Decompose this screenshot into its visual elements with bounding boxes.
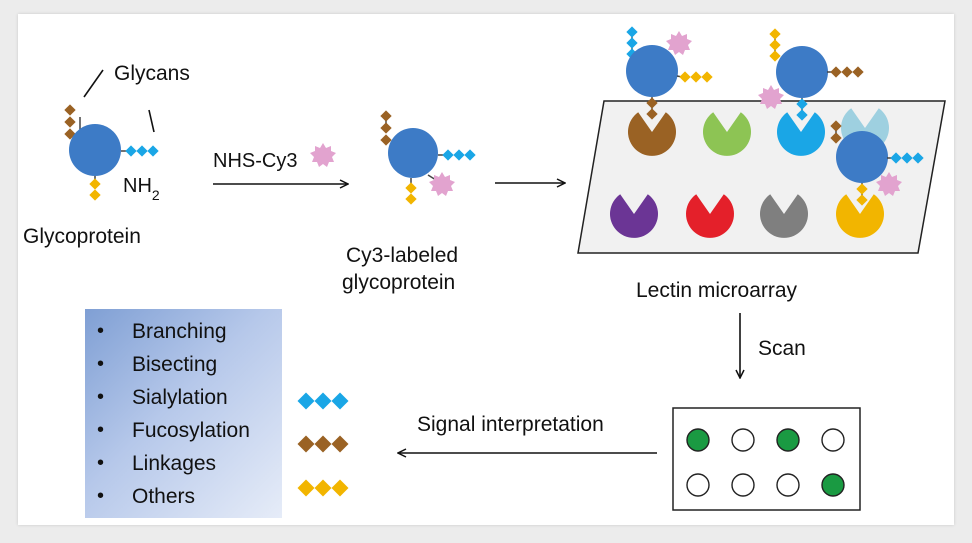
fucose-chain (380, 110, 392, 146)
glycoprotein-label: Glycoprotein (23, 225, 141, 248)
lectin-shape (777, 112, 825, 156)
reagent-label: NHS-Cy3 (213, 150, 297, 172)
feature-item: Linkages (85, 447, 282, 480)
feature-item: Sialylation (85, 381, 282, 414)
microarray-label: Lectin microarray (636, 279, 798, 302)
cy3-dye-icon (310, 143, 336, 167)
scan-spot-positive (776, 428, 800, 452)
cy3-dye-icon (429, 172, 455, 196)
scan-spot-negative (731, 428, 755, 452)
feature-item: Others (85, 480, 282, 513)
scan-spot-grid (686, 428, 845, 497)
scan-spot-negative (821, 428, 845, 452)
glycans-pointer-line (148, 109, 155, 133)
glycoprotein-labeled: Cy3-labeled glycoprotein (342, 110, 476, 294)
scan-spot-positive (686, 428, 710, 452)
protein-circle (836, 131, 888, 183)
lectin-shape (686, 194, 734, 238)
cy3-dye-icon (876, 172, 902, 196)
lectin-shape (760, 194, 808, 238)
glycoprotein-unlabeled: Glycans NH2 Glycoprotein (23, 62, 190, 248)
nh2-label: NH2 (123, 175, 160, 203)
sialic-chain (125, 145, 159, 157)
protein-circle (626, 45, 678, 97)
feature-item: Branching (85, 315, 282, 348)
protein-circle (776, 46, 828, 98)
glycan-features-panel: Branching Bisecting Sialylation Fucosyla… (85, 309, 282, 518)
scan-spot-negative (686, 473, 710, 497)
labeled-label-line1: Cy3-labeled (346, 244, 458, 267)
scan-spot-negative (731, 473, 755, 497)
glycans-label: Glycans (114, 62, 190, 85)
signal-label: Signal interpretation (417, 413, 604, 436)
lectin-overlay (777, 112, 825, 156)
yellow-chain (89, 178, 101, 201)
feature-item: Bisecting (85, 348, 282, 381)
scan-spot-negative (776, 473, 800, 497)
scan-result (672, 407, 861, 511)
glycans-pointer-line (83, 69, 104, 98)
scan-label: Scan (758, 337, 806, 360)
fucose-chain (64, 104, 76, 140)
labeled-label-line2: glycoprotein (342, 271, 455, 294)
protein-circle (69, 124, 121, 176)
feature-item: Fucosylation (85, 414, 282, 447)
yellow-chain (405, 182, 417, 205)
glycan-features-list: Branching Bisecting Sialylation Fucosyla… (85, 309, 282, 513)
lectin-shape (836, 194, 884, 238)
lectin-shape (703, 112, 752, 156)
scan-spot-positive (821, 473, 845, 497)
legend-yellow-chain (297, 479, 349, 497)
legend-sialic-chain (297, 392, 349, 410)
protein-circle (388, 128, 438, 178)
cy3-dye-icon (758, 85, 784, 109)
sialic-chain (442, 149, 476, 161)
cy3-dye-icon (666, 31, 692, 55)
legend-fucose-chain (297, 435, 349, 453)
lectin-shape (628, 112, 677, 156)
lectin-microarray: Lectin microarray (577, 26, 946, 302)
lectin-shape (610, 194, 658, 238)
labeling-step: NHS-Cy3 (213, 143, 348, 184)
